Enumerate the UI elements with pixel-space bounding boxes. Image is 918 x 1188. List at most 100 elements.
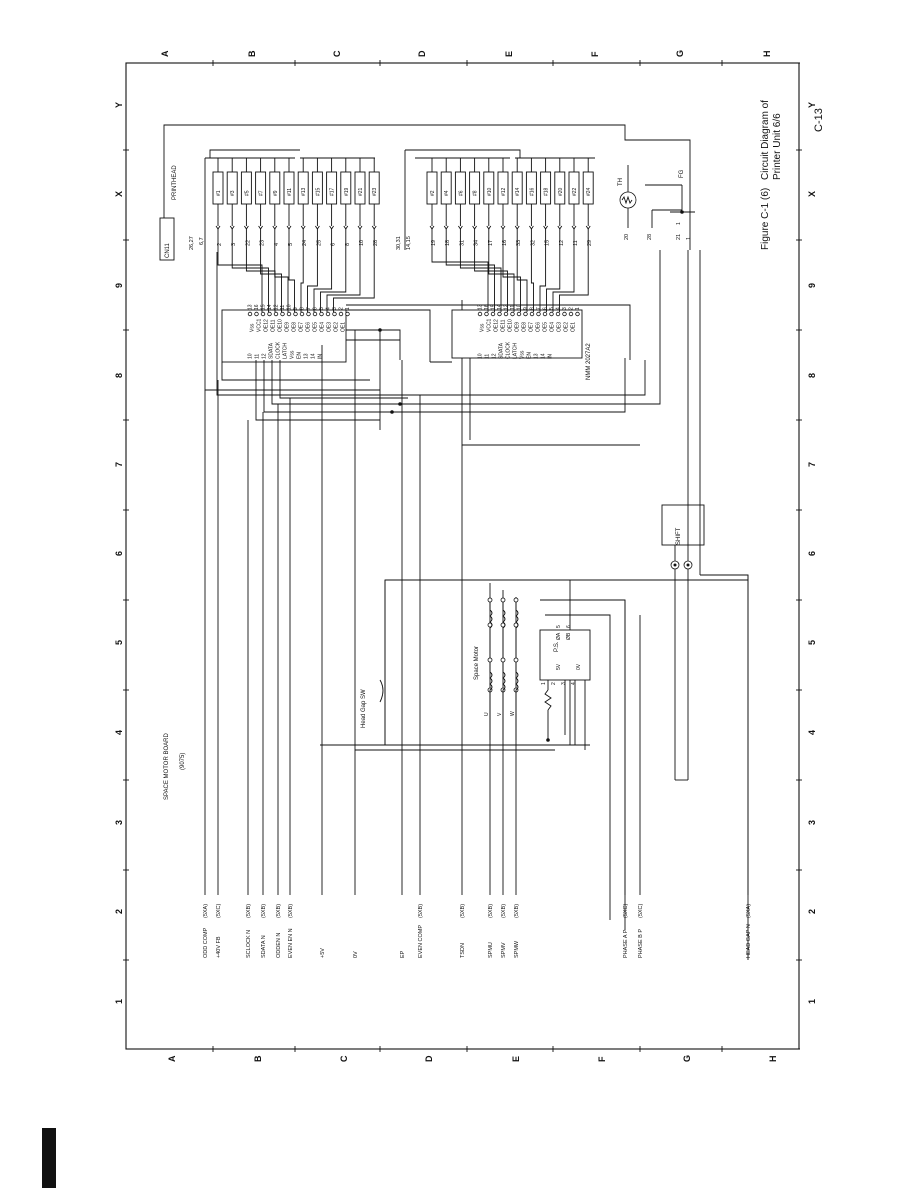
col-label: 8 xyxy=(807,373,817,378)
ic-pin xyxy=(325,311,331,317)
ps-pin: 5 xyxy=(556,625,562,628)
head-gap-label: Head Gap SW xyxy=(361,689,367,728)
pin-label: 33 xyxy=(516,240,522,246)
ic-ctrl-pin: CLOCK xyxy=(506,341,512,359)
board-code: (9075) xyxy=(180,753,186,770)
ic-pin-number: 3 xyxy=(332,307,338,310)
pin-label: 22 xyxy=(245,240,251,246)
row-label: A xyxy=(160,50,170,57)
ic-pin xyxy=(497,311,502,317)
pin-label: 6 xyxy=(331,243,337,246)
ic-ctrl-pin: CLOCK xyxy=(276,341,282,359)
ic-ctrl-pin: 12 xyxy=(262,353,268,359)
fanout-wire xyxy=(539,229,547,312)
signal-name: PHASE B P xyxy=(638,929,644,958)
pin-label: 11 xyxy=(573,240,579,246)
ic-pin-name: OE5 xyxy=(543,322,549,332)
svg-text:1: 1 xyxy=(676,222,682,225)
pin-chevron xyxy=(529,225,534,230)
row-label: F xyxy=(597,1056,607,1062)
pin-label: 17 xyxy=(488,240,494,246)
fanout-wire xyxy=(307,229,318,312)
signal-name: SPMV xyxy=(501,942,507,958)
fg-label: FG xyxy=(679,169,685,178)
signal-name: EVEN COMP xyxy=(418,925,424,958)
th-label: TH xyxy=(618,178,624,186)
ic-pin-name: OE10 xyxy=(508,319,514,332)
col-label: 7 xyxy=(114,462,124,467)
signal-ref: (5XB) xyxy=(460,904,466,918)
ic-pin xyxy=(338,311,344,317)
pin-label: 15 xyxy=(545,240,551,246)
signal-name: SDATA N xyxy=(261,935,267,958)
fanout-wire xyxy=(559,229,589,312)
ic-pin-name: OE5 xyxy=(313,322,319,332)
ic-pin-number: 15 xyxy=(261,304,267,310)
pin-label: 30,31 xyxy=(396,236,402,250)
figure-number: Figure C-1 (6) xyxy=(760,188,771,250)
fanout-wire xyxy=(530,229,534,312)
pin-label: 4 xyxy=(274,243,280,246)
pin-chevron xyxy=(585,225,591,230)
pin-chevron xyxy=(557,225,563,230)
signal-ref: (5XA) xyxy=(746,904,752,918)
pin-chevron xyxy=(244,225,249,230)
ps-pin: 5V xyxy=(556,663,562,670)
coil-label: #18 xyxy=(544,187,550,196)
ic-pin-number: 2 xyxy=(339,307,345,310)
col-label: 4 xyxy=(807,730,817,735)
ic-pin-number: 15 xyxy=(491,304,497,310)
terminal xyxy=(500,657,506,663)
coil-label: #7 xyxy=(259,190,265,196)
ic-pin-name: OE11 xyxy=(501,319,507,332)
pin-label: 28 xyxy=(373,240,379,246)
coil-label: #24 xyxy=(586,187,592,196)
ic-pin-number: 8 xyxy=(300,307,306,310)
ps-pin: 1 xyxy=(541,682,547,685)
signal-ref: (5XB) xyxy=(488,904,494,918)
ic-pin-number: 14 xyxy=(267,304,273,310)
ic-pin-number: 10 xyxy=(287,304,293,310)
ic-pin xyxy=(345,311,350,317)
ic-pin-number: 13 xyxy=(478,304,484,310)
col-label: 3 xyxy=(807,820,817,825)
coil-label: #6 xyxy=(458,190,464,196)
coil xyxy=(426,171,438,205)
fanout-wire xyxy=(445,229,495,312)
fanout-wire xyxy=(313,229,333,312)
fanout-wire xyxy=(260,229,282,312)
coil-label: #10 xyxy=(487,187,493,196)
coil-label: #2 xyxy=(430,190,436,196)
pin-label: 3 xyxy=(231,243,237,246)
ic-pin xyxy=(484,311,489,317)
fanout-wire xyxy=(274,229,289,312)
fanout-wire xyxy=(488,229,515,312)
pin-chevron xyxy=(286,225,292,230)
ic-pin-number: 7 xyxy=(306,307,312,310)
row-label: C xyxy=(332,50,342,57)
pin-label: 12 xyxy=(559,240,565,246)
ic-pin-number: 7 xyxy=(536,307,542,310)
coil-label: #20 xyxy=(558,187,564,196)
row-label: E xyxy=(504,51,514,57)
ic-pin xyxy=(490,311,496,317)
terminal xyxy=(500,597,506,603)
ic-pin-number: 3 xyxy=(562,307,568,310)
ps-pin: 6 xyxy=(566,625,572,628)
ic-ctrl-pin: 10 xyxy=(478,353,484,359)
ic-pin-number: 12 xyxy=(504,304,510,310)
col-label: 5 xyxy=(807,640,817,645)
col-label: 6 xyxy=(114,551,124,556)
ic-pin-number: 1 xyxy=(345,307,351,310)
ic-pin-number: 2 xyxy=(569,307,575,310)
col-label: 6 xyxy=(807,551,817,556)
ic-pin-name: OE7 xyxy=(299,322,305,332)
signal-name: 0V xyxy=(353,951,359,958)
ic-pin-number: 9 xyxy=(523,307,529,310)
motor-pin-label: V xyxy=(497,712,503,716)
signal-ref: (5XB) xyxy=(418,904,424,918)
ic-pin xyxy=(306,311,311,317)
